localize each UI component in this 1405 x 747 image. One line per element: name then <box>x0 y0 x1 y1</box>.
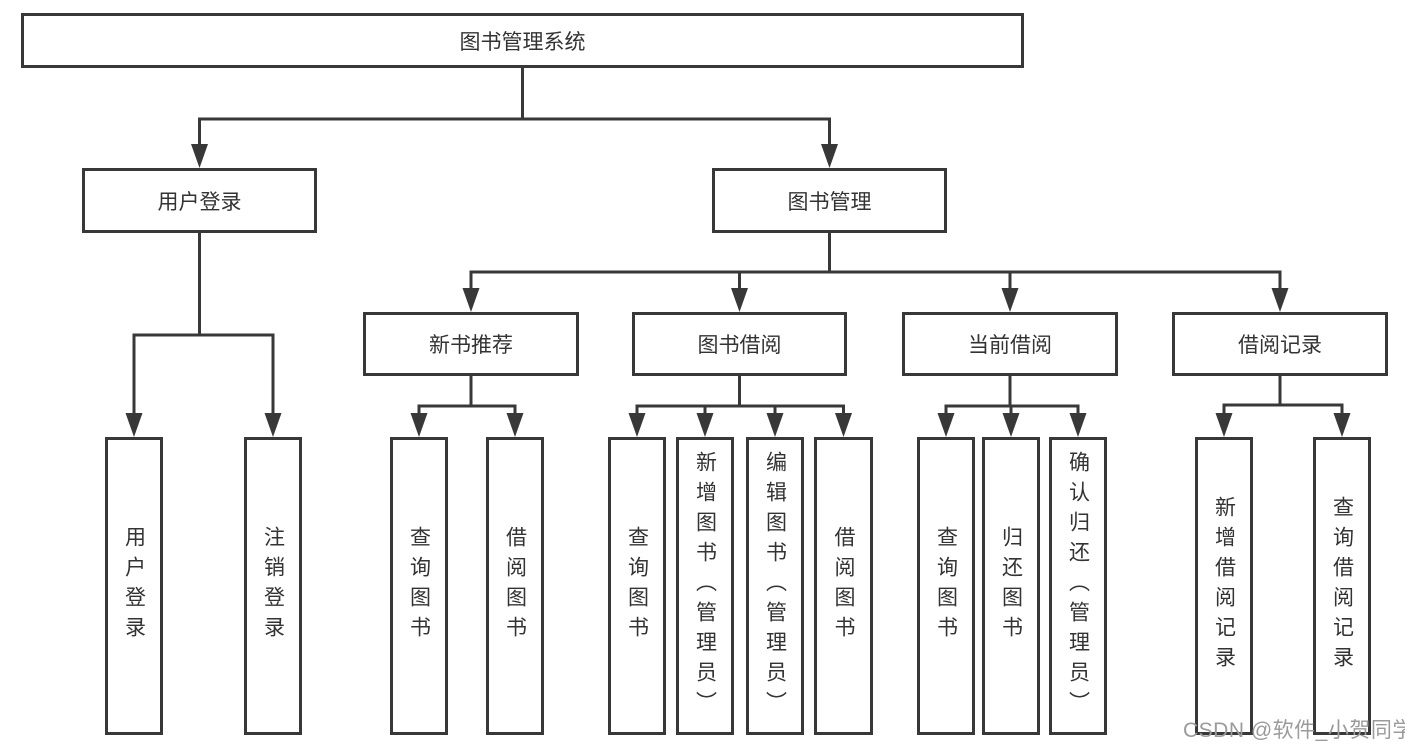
arrowhead-icon <box>1002 413 1020 437</box>
arrowhead-icon <box>937 413 955 437</box>
connector-new-books <box>410 374 524 437</box>
arrowhead-icon <box>766 413 784 437</box>
node-bb-edit: 编辑图书（管理员） <box>746 437 804 735</box>
connector-root <box>191 66 838 168</box>
connector-book-borrow <box>628 374 852 437</box>
arrowhead-icon <box>1001 288 1019 312</box>
arrowhead-icon <box>264 413 282 437</box>
node-borrow-records: 借阅记录 <box>1172 312 1388 376</box>
connector-user-login <box>125 231 282 437</box>
connector-current-borrow <box>937 374 1087 437</box>
connector-borrow-records <box>1215 374 1351 437</box>
node-cb-return: 归还图书 <box>982 437 1040 735</box>
arrowhead-icon <box>1333 413 1351 437</box>
watermark: CSDN @软件_小贺同学 <box>1183 719 1405 742</box>
arrowhead-icon <box>835 413 852 437</box>
node-bb-borrow: 借阅图书 <box>814 437 873 735</box>
arrowhead-icon <box>1271 288 1289 312</box>
arrowhead-icon <box>125 413 143 437</box>
arrowhead-icon <box>506 413 524 437</box>
node-br-add: 新增借阅记录 <box>1195 437 1253 735</box>
node-bb-query: 查询图书 <box>608 437 666 735</box>
node-br-query: 查询借阅记录 <box>1313 437 1371 735</box>
node-nb-borrow: 借阅图书 <box>486 437 544 735</box>
node-cb-confirm: 确认归还（管理员） <box>1049 437 1107 735</box>
node-book-mgmt: 图书管理 <box>712 168 947 233</box>
node-current-borrow: 当前借阅 <box>902 312 1118 376</box>
node-nb-query: 查询图书 <box>390 437 448 735</box>
arrowhead-icon <box>462 288 480 312</box>
node-bb-add: 新增图书（管理员） <box>676 437 734 735</box>
connector-book-mgmt <box>462 231 1289 312</box>
node-user-login: 用户登录 <box>82 168 317 233</box>
arrowhead-icon <box>696 413 714 437</box>
arrowhead-icon <box>1215 413 1233 437</box>
arrowhead-icon <box>628 413 646 437</box>
node-root: 图书管理系统 <box>21 13 1024 68</box>
node-leaf-login: 用户登录 <box>105 437 163 735</box>
node-cb-query: 查询图书 <box>917 437 975 735</box>
arrowhead-icon <box>821 144 838 168</box>
arrowhead-icon <box>1069 413 1087 437</box>
node-book-borrow: 图书借阅 <box>632 312 847 376</box>
arrowhead-icon <box>410 413 428 437</box>
arrowhead-icon <box>191 144 208 168</box>
arrowhead-icon <box>731 288 748 312</box>
node-leaf-logout: 注销登录 <box>244 437 302 735</box>
node-new-books: 新书推荐 <box>363 312 579 376</box>
